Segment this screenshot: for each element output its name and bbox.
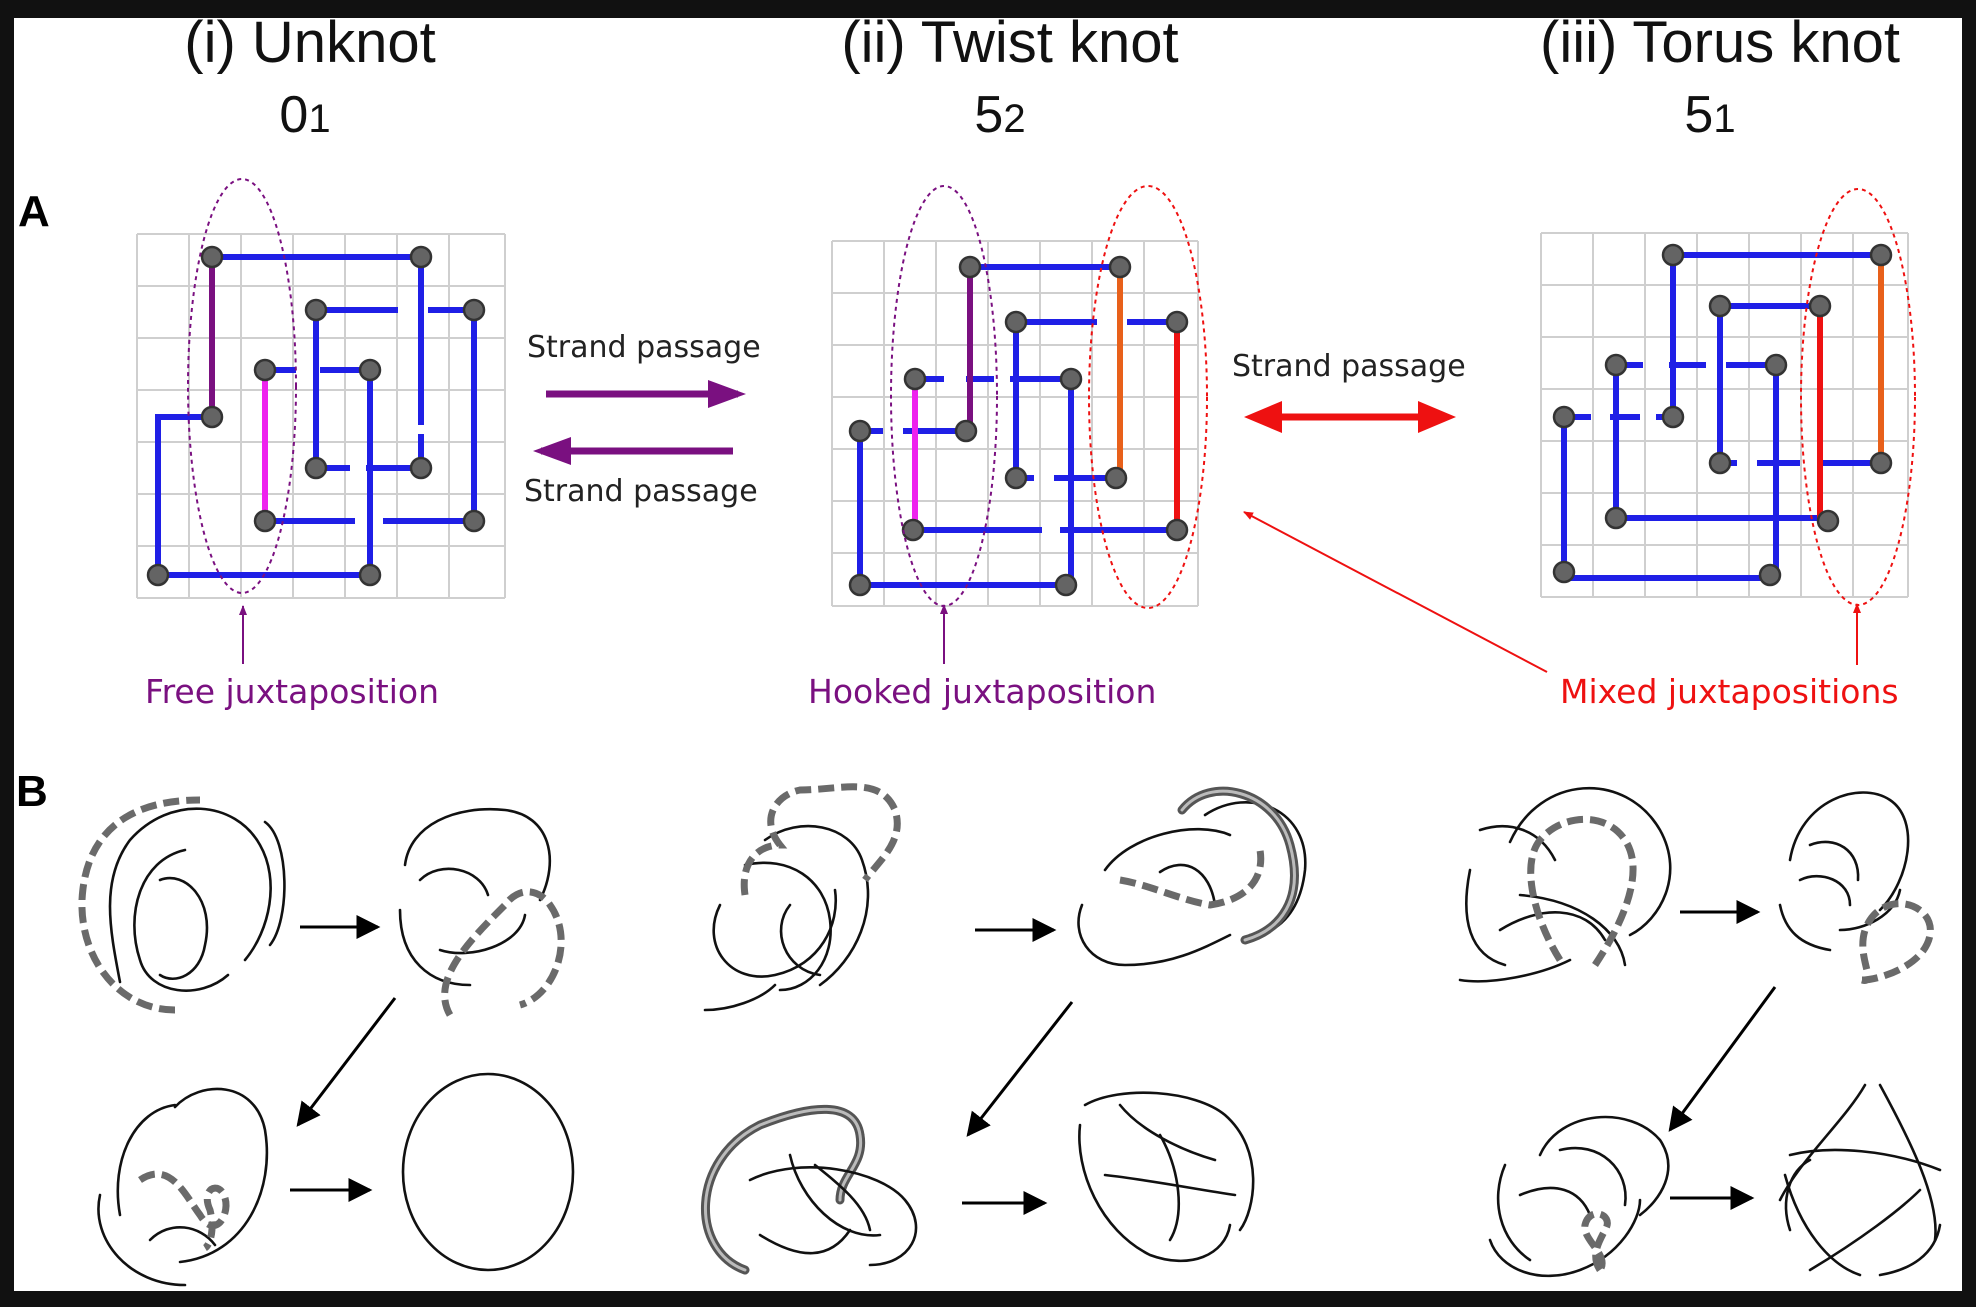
- panel-b-unknot-sequence: [78, 796, 575, 1287]
- column-header-unknot: (i) Unknot 01: [184, 10, 435, 144]
- knot-strands: [857, 264, 1177, 588]
- strand-passage-label-top: Strand passage: [527, 330, 761, 365]
- column-title: (iii) Torus knot: [1540, 10, 1900, 75]
- lattice-grid: [136, 233, 506, 599]
- lattice-grid: [1540, 232, 1909, 598]
- strand-passage-left: Strand passage Strand passage: [524, 330, 761, 509]
- hooked-juxtaposition-label: Hooked juxtaposition: [808, 672, 1156, 711]
- column-header-torus-knot: (iii) Torus knot 51: [1540, 10, 1900, 144]
- knot-diagram: [78, 796, 286, 1014]
- double-arrowhead-right: [1418, 401, 1456, 433]
- mixed-juxtapositions-label: Mixed juxtapositions: [1560, 672, 1899, 711]
- panel-label-b: B: [16, 767, 48, 816]
- knot-diagram: [1078, 1091, 1255, 1263]
- strand-passage-label: Strand passage: [1232, 349, 1466, 384]
- figure-background: [14, 18, 1962, 1291]
- knot-diagram: [398, 807, 565, 1017]
- lattice-nodes: [146, 245, 486, 587]
- backward-arrowhead: [533, 437, 571, 465]
- knot-diagram: [703, 783, 901, 1012]
- strand-passage-right: Strand passage: [1232, 349, 1548, 673]
- knot-diagram: [1077, 786, 1307, 967]
- knot-notation: 51: [1684, 86, 1735, 144]
- lattice-torus-knot: Mixed juxtapositions: [1540, 188, 1916, 711]
- panel-b-torus-knot-sequence: [1458, 787, 1942, 1278]
- lattice-nodes: [1552, 243, 1893, 587]
- step-arrow: [296, 997, 397, 1127]
- knot-notation: 52: [974, 86, 1025, 144]
- knot-diagram: [701, 1104, 918, 1275]
- free-juxtaposition-label: Free juxtaposition: [145, 672, 439, 711]
- knot-diagram: [1778, 1083, 1942, 1277]
- juxtaposition-ellipse: [187, 178, 297, 594]
- panel-label-a: A: [18, 187, 50, 236]
- forward-arrowhead: [708, 380, 746, 408]
- knot-diagram: [1488, 1115, 1670, 1278]
- lattice-nodes: [848, 255, 1189, 597]
- panel-b-twist-knot-sequence: [701, 783, 1307, 1275]
- lattice-twist-knot: Hooked juxtaposition: [808, 185, 1208, 711]
- mixed-juxtaposition-ellipse: [1088, 185, 1208, 609]
- double-arrowhead-left: [1244, 401, 1282, 433]
- unknot-circle: [401, 1072, 575, 1272]
- lattice-unknot: Free juxtaposition: [136, 178, 506, 711]
- knot-diagram: [1458, 787, 1672, 983]
- knot-notation: 01: [279, 86, 330, 144]
- knot-diagram: [1778, 791, 1934, 984]
- knot-diagram: [97, 1087, 269, 1287]
- strand-passage-label-bottom: Strand passage: [524, 474, 758, 509]
- step-arrow: [1668, 986, 1777, 1132]
- column-title: (i) Unknot: [184, 10, 435, 75]
- mixed-pointer-arrow: [1243, 511, 1548, 673]
- column-title: (ii) Twist knot: [841, 10, 1178, 75]
- column-header-twist-knot: (ii) Twist knot 52: [841, 10, 1178, 144]
- step-arrow: [966, 1001, 1074, 1137]
